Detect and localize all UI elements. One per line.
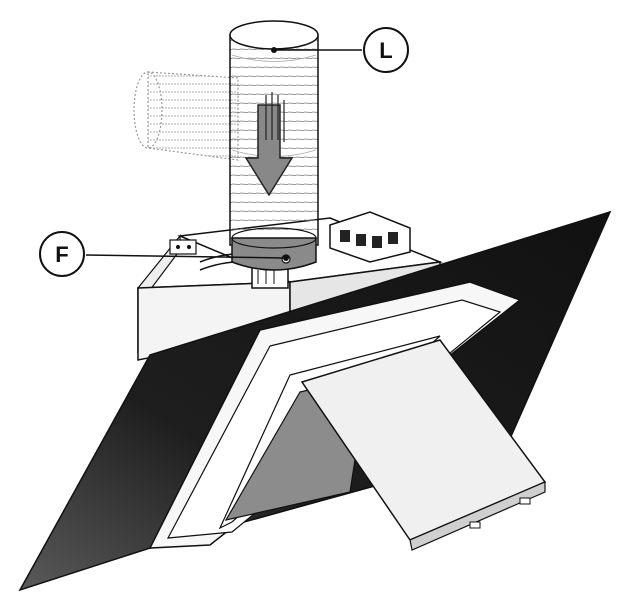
electrical-box xyxy=(329,211,411,263)
airflow-arrow-icon xyxy=(244,92,294,197)
callout-l: L xyxy=(271,27,409,73)
callout-f: F xyxy=(39,231,289,277)
callout-f-label: F xyxy=(55,242,68,267)
alternative-duct-dotted xyxy=(133,71,239,161)
callout-l-label: L xyxy=(379,38,392,63)
open-flap-panel xyxy=(300,339,547,551)
